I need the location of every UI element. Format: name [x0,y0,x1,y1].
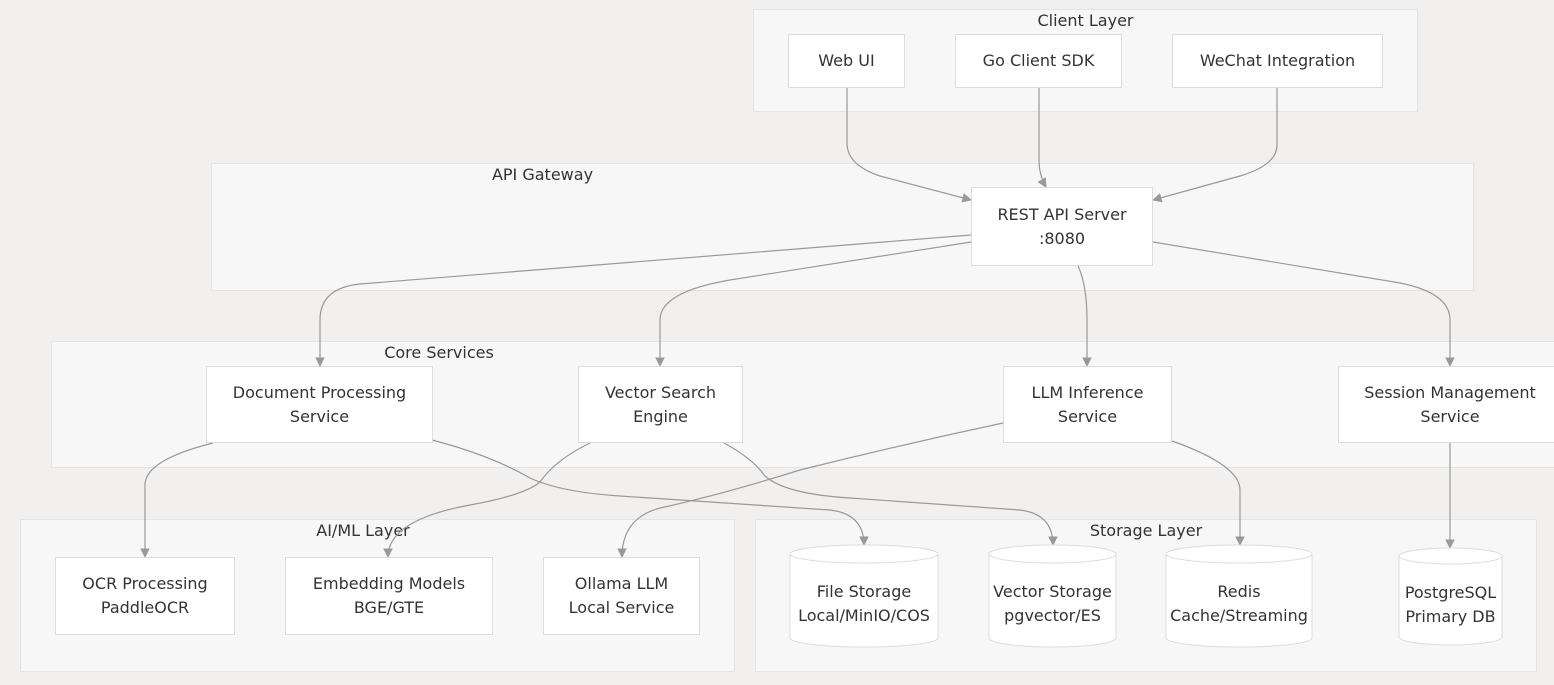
wechat-integration-node[interactable]: WeChat Integration [1172,34,1383,88]
client-layer-title: Client Layer [1037,11,1134,30]
core-services-title: Core Services [384,343,494,362]
vector-storage-label: Vector Storage pgvector/ES [993,582,1112,625]
vector-storage-node[interactable]: Vector Storage pgvector/ES [988,544,1117,649]
ocr-processing-node[interactable]: OCR Processing PaddleOCR [55,557,235,635]
redis-label: Redis Cache/Streaming [1170,582,1308,625]
cylinder-icon [1398,547,1503,646]
cylinder-icon [1165,544,1313,648]
web-ui-node[interactable]: Web UI [788,34,905,88]
postgresql-label: PostgreSQL Primary DB [1404,583,1497,626]
cylinder-icon [789,544,939,648]
rest-api-server-node[interactable]: REST API Server :8080 [971,187,1153,266]
ollama-llm-node[interactable]: Ollama LLM Local Service [543,557,700,635]
redis-node[interactable]: Redis Cache/Streaming [1165,544,1313,649]
api-gateway-cluster: API Gateway [211,163,1474,291]
api-gateway-title: API Gateway [491,165,594,184]
embedding-models-node[interactable]: Embedding Models BGE/GTE [285,557,493,635]
session-management-node[interactable]: Session Management Service [1338,366,1554,443]
vector-search-node[interactable]: Vector Search Engine [578,366,743,443]
storage-layer-title: Storage Layer [1089,521,1203,540]
cylinder-icon [988,544,1117,648]
go-client-sdk-node[interactable]: Go Client SDK [955,34,1122,88]
aiml-layer-title: AI/ML Layer [316,521,410,540]
file-storage-node[interactable]: File Storage Local/MinIO/COS [789,544,939,649]
postgresql-node[interactable]: PostgreSQL Primary DB [1398,547,1503,647]
llm-inference-node[interactable]: LLM Inference Service [1003,366,1172,443]
file-storage-label: File Storage Local/MinIO/COS [798,582,930,625]
document-processing-node[interactable]: Document Processing Service [206,366,433,443]
